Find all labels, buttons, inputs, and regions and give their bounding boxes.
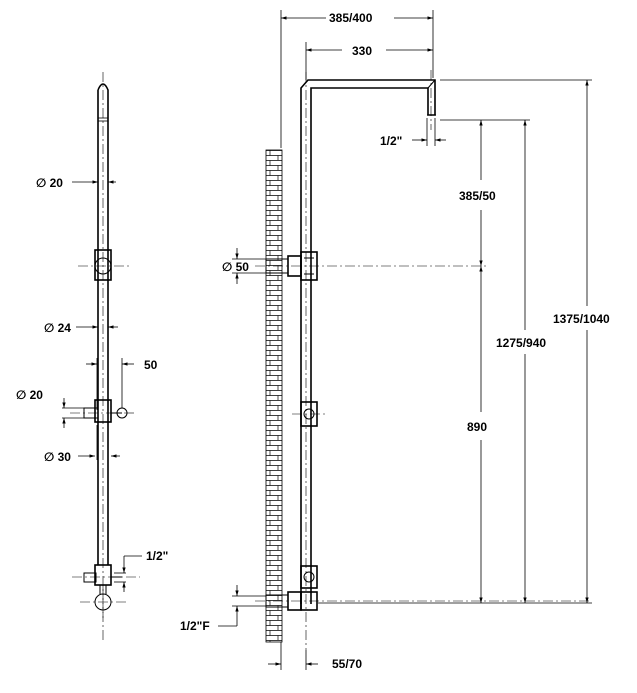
- dim-front-head-thread: 1/2": [380, 118, 446, 148]
- dim-side-holder-offset: 50: [86, 358, 158, 410]
- dim-side-inlet-thread: 1/2": [114, 549, 168, 592]
- side-slider: [70, 399, 136, 460]
- dim-side-holder-dia-text: ∅ 20: [16, 388, 43, 402]
- dim-front-bracket-dia-text: ∅ 50: [222, 260, 249, 274]
- side-view: ∅ 20 ∅ 24 50 ∅ 20 ∅ 30: [16, 72, 168, 640]
- dim-front-arm-length-text: 330: [352, 44, 372, 58]
- front-column: [300, 70, 436, 650]
- dim-front-width-total: 385/400: [280, 10, 434, 148]
- dim-side-rail-top-dia: ∅ 20: [36, 176, 116, 190]
- dim-front-inlet-thread-text: 1/2"F: [180, 619, 210, 633]
- dim-front-width-total-text: 385/400: [329, 11, 373, 25]
- front-view: 385/400 330 1/2" 385/50: [180, 10, 610, 671]
- brick-wall: [265, 149, 283, 643]
- front-bottom-bracket: [255, 565, 590, 611]
- dim-front-wall-offset: 55/70: [268, 642, 362, 671]
- side-top-bracket: [78, 249, 130, 281]
- dim-front-head-to-bracket-text: 385/50: [459, 189, 496, 203]
- dim-front-bracket-dia: ∅ 50: [222, 248, 266, 284]
- dim-front-wall-offset-text: 55/70: [332, 657, 362, 671]
- dim-front-head-to-bracket: 385/50: [459, 120, 496, 266]
- dim-front-height-mid: 1275/940: [496, 120, 546, 603]
- dim-front-inlet-thread: 1/2"F: [180, 585, 266, 633]
- dim-side-rail-top-dia-text: ∅ 20: [36, 176, 63, 190]
- dim-front-height-total: 1375/1040: [553, 80, 610, 603]
- dim-front-bracket-spacing-text: 890: [467, 420, 487, 434]
- dim-front-bracket-spacing: 890: [467, 266, 487, 603]
- dim-side-slider-dia-text: ∅ 30: [44, 450, 71, 464]
- side-bottom-bracket: [72, 564, 140, 620]
- front-slider: [292, 401, 326, 427]
- dim-side-holder-dia: ∅ 20: [16, 388, 84, 428]
- dim-side-holder-offset-text: 50: [144, 358, 158, 372]
- dim-front-head-thread-text: 1/2": [380, 134, 402, 148]
- dim-side-inlet-thread-text: 1/2": [146, 549, 168, 563]
- side-rail: [97, 72, 109, 640]
- dim-front-height-mid-text: 1275/940: [496, 336, 546, 350]
- front-top-bracket: [255, 251, 486, 281]
- dim-front-height-total-text: 1375/1040: [553, 312, 610, 326]
- dim-side-slider-dia: ∅ 30: [44, 450, 120, 464]
- dim-side-rail-dia-text: ∅ 24: [44, 321, 71, 335]
- dim-front-arm-length: 330: [305, 42, 433, 80]
- dim-side-rail-dia: ∅ 24: [44, 321, 118, 335]
